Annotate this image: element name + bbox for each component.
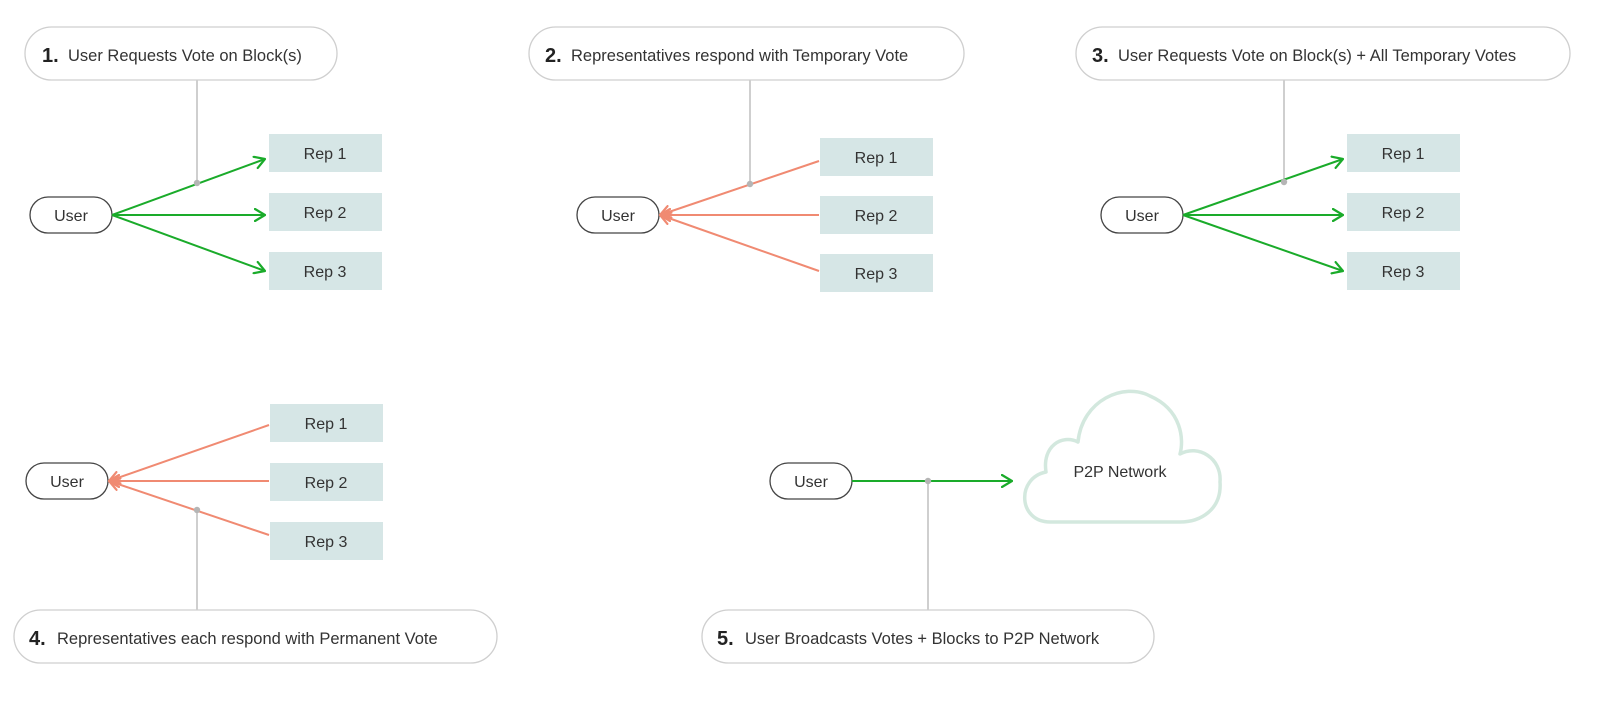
rep-1-box <box>270 404 383 442</box>
step-5-number: 5. <box>717 628 734 650</box>
response-arrow-rep1 <box>660 160 820 215</box>
rep-1-box <box>820 138 933 176</box>
rep-1-label: Rep 1 <box>855 150 898 167</box>
user-label: User <box>601 208 635 225</box>
p2p-network-cloud <box>1022 389 1222 524</box>
rep-3-box <box>820 254 933 292</box>
rep-3-box <box>269 252 382 290</box>
step-2-text: Representatives respond with Temporary V… <box>571 47 908 65</box>
step-4-number: 4. <box>29 628 46 650</box>
step-2-label-pill <box>528 26 965 81</box>
rep-3-label: Rep 3 <box>305 534 348 551</box>
rep-2-box <box>1347 193 1460 231</box>
connector-dot <box>193 506 201 514</box>
rep-3-box <box>270 522 383 560</box>
rep-1-label: Rep 1 <box>305 416 348 433</box>
request-arrow-rep1 <box>111 159 265 216</box>
rep-2-box <box>820 196 933 234</box>
response-arrow-rep3 <box>109 481 270 536</box>
rep-1-box <box>269 134 382 172</box>
rep-2-box <box>269 193 382 231</box>
rep-3-label: Rep 3 <box>1382 264 1425 281</box>
request-arrow-rep1 <box>1182 159 1343 216</box>
rep-2-label: Rep 2 <box>305 475 348 492</box>
step-3-number: 3. <box>1092 45 1109 67</box>
response-arrow-rep1 <box>109 424 270 481</box>
step-3-group: 3. User Requests Vote on Block(s) + All … <box>1075 26 1571 290</box>
request-arrow-rep3 <box>1182 214 1343 271</box>
rep-2-label: Rep 2 <box>855 208 898 225</box>
connector-dot <box>193 179 201 187</box>
rep-1-label: Rep 1 <box>1382 146 1425 163</box>
p2p-network-label: P2P Network <box>1073 464 1167 481</box>
user-label: User <box>1125 208 1159 225</box>
step-5-label-pill <box>701 609 1155 664</box>
user-label: User <box>54 208 88 225</box>
rep-2-box <box>270 463 383 501</box>
connector-dot <box>1280 178 1288 186</box>
rep-1-label: Rep 1 <box>304 146 347 163</box>
request-arrow-rep3 <box>111 214 265 271</box>
step-1-label-pill <box>24 26 338 81</box>
step-1-group: 1. User Requests Vote on Block(s) User R… <box>24 26 382 290</box>
response-arrow-rep3 <box>660 215 820 272</box>
user-label: User <box>50 474 84 491</box>
connector-dot <box>924 477 932 485</box>
step-1-number: 1. <box>42 45 59 67</box>
step-4-group: 4. Representatives each respond with Per… <box>13 404 498 664</box>
step-5-group: 5. User Broadcasts Votes + Blocks to P2P… <box>701 389 1222 664</box>
rep-1-box <box>1347 134 1460 172</box>
rep-3-label: Rep 3 <box>304 264 347 281</box>
step-3-label-pill <box>1075 26 1571 81</box>
step-1-text: User Requests Vote on Block(s) <box>68 47 302 65</box>
rep-2-label: Rep 2 <box>304 205 347 222</box>
rep-2-label: Rep 2 <box>1382 205 1425 222</box>
rep-3-box <box>1347 252 1460 290</box>
user-label: User <box>794 474 828 491</box>
step-4-label-pill <box>13 609 498 664</box>
step-2-number: 2. <box>545 45 562 67</box>
step-5-text: User Broadcasts Votes + Blocks to P2P Ne… <box>745 630 1100 648</box>
connector-dot <box>746 180 754 188</box>
step-4-text: Representatives each respond with Perman… <box>57 630 438 648</box>
step-2-group: 2. Representatives respond with Temporar… <box>528 26 965 292</box>
rep-3-label: Rep 3 <box>855 266 898 283</box>
step-3-text: User Requests Vote on Block(s) + All Tem… <box>1118 47 1516 65</box>
